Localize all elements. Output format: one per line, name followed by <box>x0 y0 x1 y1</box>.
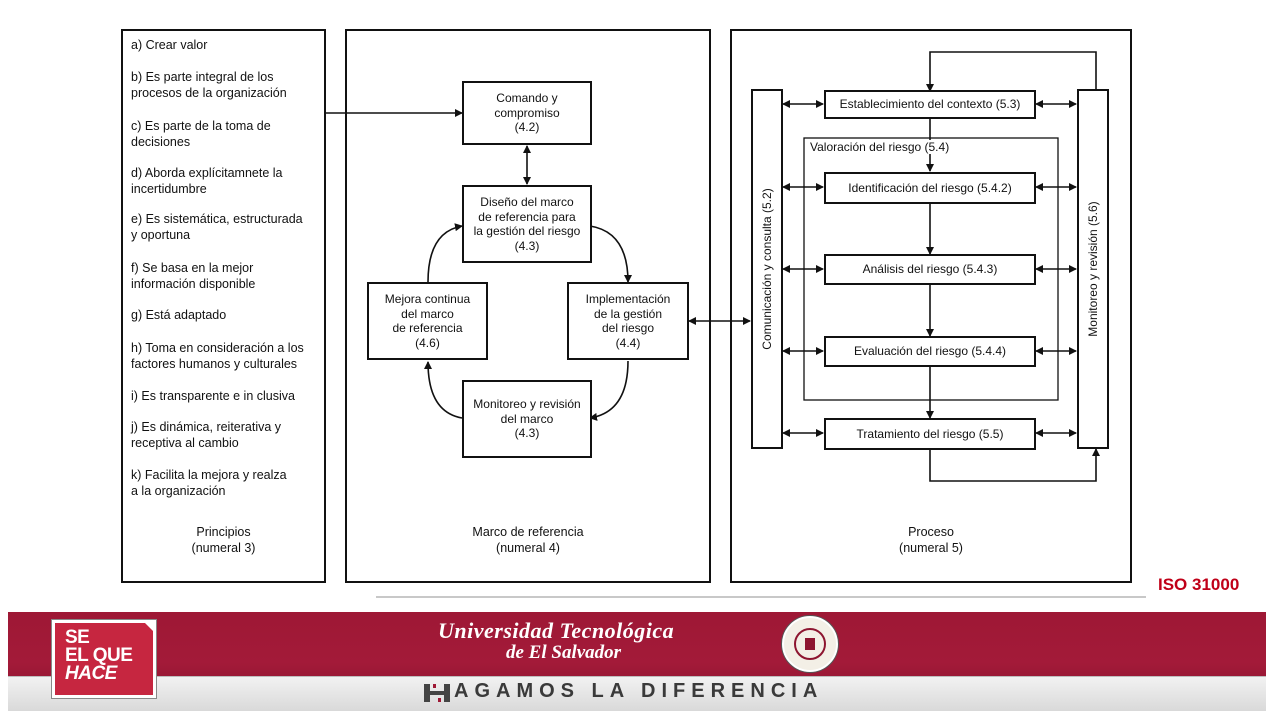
implementation-box: Implementación de la gestión del riesgo … <box>567 282 689 360</box>
iso-label: ISO 31000 <box>1158 575 1240 594</box>
principle-item: d) Aborda explícitamnete la incertidumbr… <box>131 166 283 196</box>
principle-item: k) Facilita la mejora y realza a la orga… <box>131 468 287 498</box>
monitoring-box: Monitoreo y revisión del marco (4.3) <box>462 380 592 458</box>
evaluation-box: Evaluación del riesgo (5.4.4) <box>824 336 1036 367</box>
process-caption: Proceso (numeral 5) <box>899 525 963 555</box>
framework-caption: Marco de referencia (numeral 4) <box>472 525 584 555</box>
principles-caption: Principios (numeral 3) <box>191 525 256 555</box>
connector-lines <box>326 51 1100 482</box>
principle-item: b) Es parte integral de los procesos de … <box>131 70 287 100</box>
footer-banner: SE EL QUE HACE Universidad Tecnológica d… <box>0 596 1280 720</box>
slogan: AGAMOS LA DIFERENCIA <box>454 680 824 702</box>
h-logo-icon <box>424 684 450 702</box>
logo-line-2: EL QUE <box>65 645 133 666</box>
commitment-box: Comando y compromiso (4.2) <box>462 81 592 145</box>
seal-emblem <box>805 638 815 650</box>
improvement-box: Mejora continua del marco de referencia … <box>367 282 488 360</box>
review-bar <box>1077 89 1109 449</box>
logo-line-3: HACE <box>65 663 117 684</box>
identification-box: Identificación del riesgo (5.4.2) <box>824 172 1036 204</box>
process-panel <box>730 29 1132 583</box>
principle-item: e) Es sistemática, estructurada y oportu… <box>131 212 303 242</box>
principle-item: h) Toma en consideración a los factores … <box>131 341 304 371</box>
principles-panel <box>121 29 326 583</box>
footer-divider <box>376 596 1146 598</box>
logo-line-1: SE <box>65 627 90 648</box>
treatment-box: Tratamiento del riesgo (5.5) <box>824 418 1036 450</box>
university-country: de El Salvador <box>506 642 622 663</box>
seal-ring <box>794 628 826 660</box>
communication-label: Comunicación y consulta (5.2) <box>760 188 774 350</box>
principle-item: j) Es dinámica, reiterativa y receptiva … <box>131 420 282 450</box>
context-box: Establecimiento del contexto (5.3) <box>824 90 1036 119</box>
footer-strip <box>8 676 1266 711</box>
principle-item: f) Se basa en la mejor información dispo… <box>131 261 256 291</box>
principle-item: i) Es transparente e in clusiva <box>131 389 295 403</box>
principle-item: g) Está adaptado <box>131 308 227 322</box>
principle-item: a) Crear valor <box>131 38 208 52</box>
design-box: Diseño del marco de referencia para la g… <box>462 185 592 263</box>
logo-corner-icon <box>142 620 156 634</box>
se-el-que-hace-logo: SE EL QUE HACE <box>52 620 156 698</box>
analysis-box: Análisis del riesgo (5.4.3) <box>824 254 1036 285</box>
review-label: Monitoreo y revisión (5.6) <box>1086 201 1100 337</box>
assessment-label: Valoración del riesgo (5.4) <box>808 140 952 154</box>
principle-item: c) Es parte de la toma de decisiones <box>131 119 271 149</box>
university-name: Universidad Tecnológica <box>438 618 675 643</box>
university-seal-icon <box>782 616 838 672</box>
communication-bar <box>751 89 783 449</box>
